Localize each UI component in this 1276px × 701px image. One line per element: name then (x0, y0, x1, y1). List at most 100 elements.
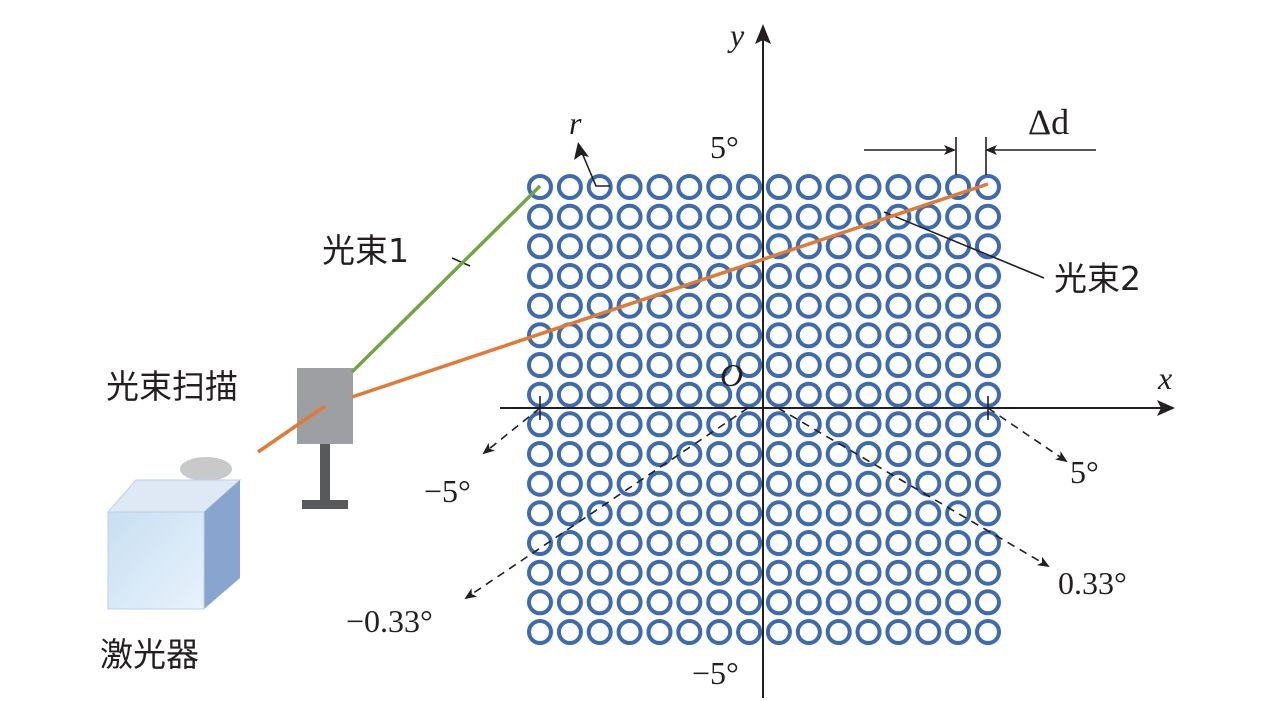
grid-cell (646, 233, 673, 260)
grid-cell (586, 619, 613, 645)
grid-cell (885, 441, 912, 467)
y-axis-arrow (755, 24, 771, 44)
grid-cell (676, 619, 703, 645)
grid-cell (527, 174, 553, 200)
grid-cell (586, 500, 613, 527)
grid-cell (945, 441, 972, 467)
grid-cell (795, 530, 822, 556)
grid-cell (765, 559, 792, 586)
grid-cell (915, 619, 942, 645)
grid-cell (915, 292, 942, 319)
grid-cell (975, 441, 1001, 467)
grid-cell (676, 322, 703, 349)
grid-cell (586, 322, 613, 349)
grid-cell (556, 530, 583, 556)
x-axis-arrow (1157, 400, 1175, 416)
grid-cell (646, 411, 673, 438)
grid-cell (945, 619, 972, 645)
grid-cell (945, 470, 972, 497)
grid-cell (975, 589, 1001, 616)
grid-cell (616, 203, 643, 230)
grid-cell (676, 174, 703, 200)
grid-cell (945, 500, 972, 527)
grid-cell (855, 174, 882, 200)
grid-cell (736, 470, 763, 497)
grid-cell (556, 589, 583, 616)
grid-cell (616, 530, 643, 556)
grid-cell (795, 500, 822, 527)
grid-cell (855, 292, 882, 319)
grid-cell (795, 203, 822, 230)
grid-cell (765, 470, 792, 497)
grid-cell (885, 174, 912, 200)
grid-cell (945, 292, 972, 319)
grid-cell (915, 322, 942, 349)
grid-cell (527, 292, 553, 319)
grid-cell (795, 322, 822, 349)
grid-cell (736, 203, 763, 230)
grid-cell (915, 411, 942, 438)
grid-cell (915, 470, 942, 497)
grid-cell (616, 441, 643, 467)
grid-cell (736, 411, 763, 438)
grid-cell (855, 411, 882, 438)
grid-cell (706, 500, 733, 527)
grid-cell (765, 381, 792, 408)
grid-cell (706, 292, 733, 319)
grid-cell (676, 292, 703, 319)
grid-cell (676, 233, 703, 260)
grid-cell (586, 470, 613, 497)
grid-cell (527, 263, 553, 289)
grid-cell (885, 500, 912, 527)
grid-cell (945, 530, 972, 556)
grid-cell (765, 233, 792, 260)
grid-cell (855, 619, 882, 645)
grid-cell (765, 174, 792, 200)
grid-cell (527, 233, 553, 260)
grid-cell (975, 500, 1001, 527)
grid-cell (586, 352, 613, 378)
grid-cell (586, 530, 613, 556)
grid-cell (915, 203, 942, 230)
grid-cell (556, 352, 583, 378)
grid-cell (706, 441, 733, 467)
grid-cell (765, 411, 792, 438)
beam-position-grid (527, 174, 1001, 645)
grid-cell (945, 559, 972, 586)
grid-cell (527, 441, 553, 467)
grid-cell (706, 322, 733, 349)
grid-cell (676, 530, 703, 556)
beam1-line (350, 184, 542, 374)
grid-cell (556, 292, 583, 319)
grid-cell (646, 352, 673, 378)
grid-cell (825, 233, 852, 260)
grid-cell (795, 174, 822, 200)
grid-cell (527, 619, 553, 645)
grid-cell (676, 203, 703, 230)
grid-cell (795, 441, 822, 467)
grid-cell (676, 500, 703, 527)
grid-cell (885, 263, 912, 289)
grid-cell (825, 470, 852, 497)
grid-cell (855, 381, 882, 408)
grid-cell (765, 619, 792, 645)
grid-cell (646, 559, 673, 586)
grid-cell (915, 233, 942, 260)
grid-cell (736, 530, 763, 556)
x-axis-label: x (1157, 360, 1172, 396)
grid-cell (556, 441, 583, 467)
grid-cell (556, 470, 583, 497)
grid-cell (795, 470, 822, 497)
r-label: r (569, 105, 582, 141)
diag-left-label: −0.33° (346, 603, 433, 639)
grid-cell (616, 500, 643, 527)
grid-cell (825, 203, 852, 230)
laser-label: 激光器 (100, 635, 199, 674)
grid-cell (975, 559, 1001, 586)
grid-cell (616, 174, 643, 200)
grid-cell (885, 352, 912, 378)
grid-cell (945, 263, 972, 289)
beam2-leader (883, 211, 1045, 279)
y-axis-label: y (727, 17, 745, 53)
